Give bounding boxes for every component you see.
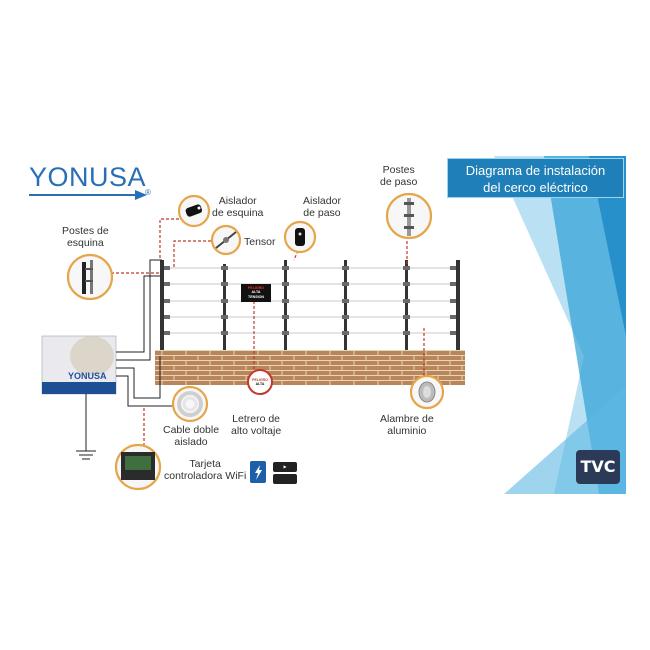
diagram-title: Diagrama de instalación del cerco eléctr… xyxy=(447,158,624,198)
brick-wall xyxy=(155,350,465,385)
label-step-insulator: Aislador de paso xyxy=(303,195,341,219)
wiring xyxy=(85,259,174,451)
panel-band xyxy=(42,382,116,394)
tvc-logo: TVC xyxy=(576,450,620,484)
corner-post-left xyxy=(160,260,164,352)
step-post-3 xyxy=(344,260,347,352)
fence-wires xyxy=(162,267,460,334)
insulators xyxy=(164,266,456,335)
label-corner-insulator: Aislador de esquina xyxy=(212,195,264,219)
registered-mark: ® xyxy=(145,188,151,197)
yonusa-logo: YONUSA xyxy=(29,162,147,192)
bg-wedge-3 xyxy=(589,156,626,336)
fence-posts xyxy=(160,260,460,352)
logo-arrow-icon xyxy=(29,190,147,200)
step-post-4 xyxy=(405,260,408,352)
label-corner-posts: Postes de esquina xyxy=(62,225,109,249)
step-post-2 xyxy=(284,260,287,352)
installation-diagram: YONUSA ® Diagrama de instalación del cer… xyxy=(24,156,626,494)
fence-warning-sign: PELIGRO ALTA TENSION xyxy=(241,284,271,302)
wall-warning-sign: PELIGRO ALTA xyxy=(247,369,273,395)
label-step-posts: Postes de paso xyxy=(380,164,418,188)
corner-post-right xyxy=(456,260,460,352)
label-voltage-sign: Letrero de alto voltaje xyxy=(231,413,282,437)
label-double-cable: Cable doble aislado xyxy=(163,424,220,448)
app-store-badges xyxy=(250,461,266,483)
google-play-badge: ▶ xyxy=(273,462,297,472)
label-tensor: Tensor xyxy=(244,236,276,248)
step-post-1 xyxy=(223,264,226,352)
callout-contents xyxy=(82,198,436,480)
label-aluminum-wire: Alambre de aluminio xyxy=(380,413,434,437)
panel-decoration xyxy=(70,336,114,376)
ground-icon xyxy=(76,450,96,460)
label-wifi-card: Tarjeta controladora WiFi xyxy=(164,458,247,482)
panel-logo: YONUSA xyxy=(68,371,107,381)
app-store-badge xyxy=(273,474,297,484)
